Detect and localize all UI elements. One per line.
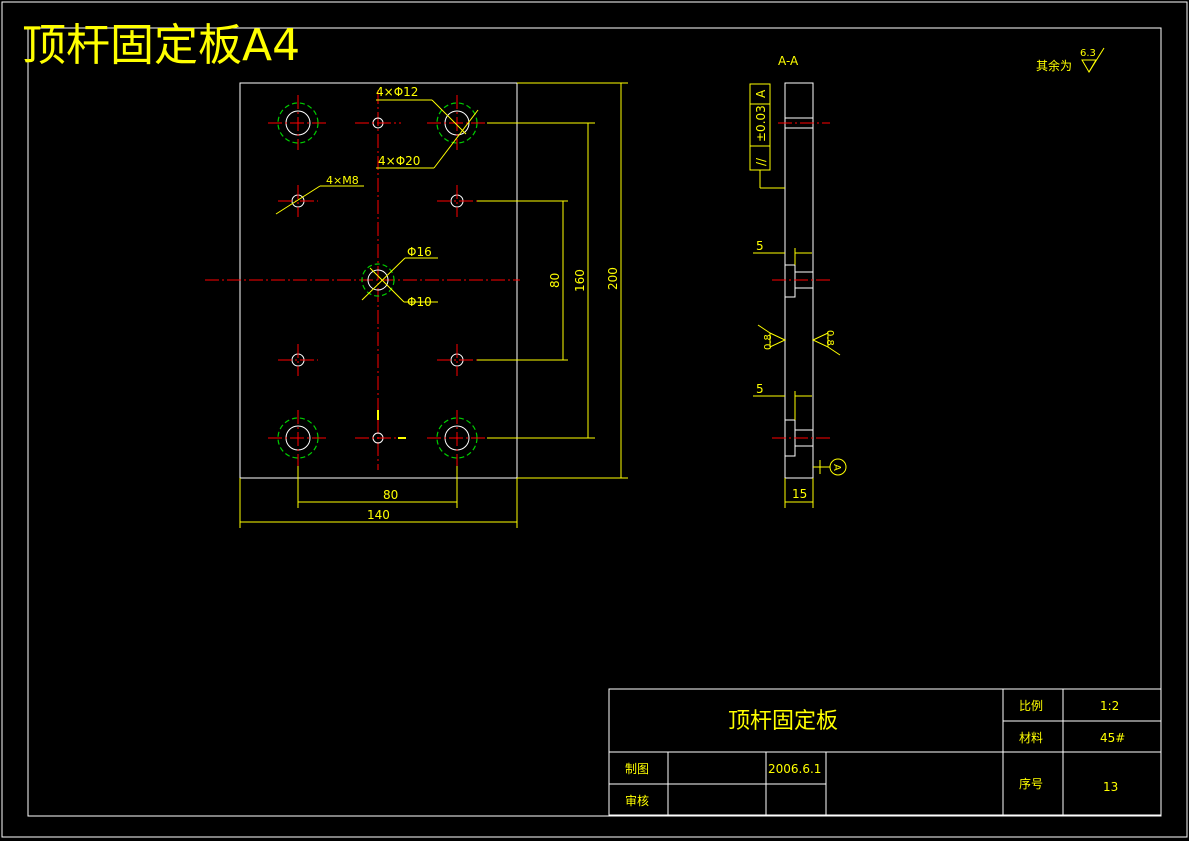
title-block: 顶杆固定板 比例 1:2 材料 45# 制图 2006.6.1 审核 序号 13 (608, 688, 1162, 816)
m8-hole-3 (278, 344, 318, 376)
scale-label: 比例 (1019, 699, 1043, 713)
front-view: 4×Φ12 4×Φ20 4×M8 Φ16 Φ10 80 160 200 80 1… (205, 82, 628, 528)
leader-phi12-arrow (431, 99, 467, 135)
dim-80-vertical: 80 (548, 273, 562, 288)
corner-hole-bottom-left (268, 410, 328, 466)
dim-140: 140 (367, 508, 390, 522)
part-name: 顶杆固定板 (728, 709, 838, 734)
checked-label: 审核 (625, 793, 649, 808)
m8-hole-4 (437, 344, 477, 376)
dim-160: 160 (573, 269, 587, 292)
svg-text:0.8: 0.8 (824, 330, 835, 346)
dim-15: 15 (792, 487, 807, 501)
label-phi16: Φ16 (407, 245, 432, 259)
tolerance-value: ±0.03 (754, 105, 768, 142)
tolerance-datum: A (754, 89, 768, 98)
datum-marker: A (813, 458, 847, 476)
roughness-mark-left: 0.8 (757, 324, 787, 350)
m8-hole-1 (278, 185, 318, 217)
sheet-title: 顶杆固定板A4 (22, 20, 300, 71)
roughness-mark-right: 0.8 (811, 330, 841, 356)
dim-200: 200 (606, 267, 620, 290)
tolerance-symbol: // (754, 157, 768, 166)
pin-hole-bottom (355, 410, 406, 444)
label-phi20: 4×Φ20 (378, 154, 420, 168)
dim-5-top: 5 (756, 239, 764, 253)
pin-hole-top (355, 117, 401, 129)
seq-value: 13 (1103, 780, 1118, 794)
scale-value: 1:2 (1100, 699, 1119, 713)
roughness-note-value: 6.3 (1080, 48, 1096, 59)
label-m8: 4×M8 (326, 174, 359, 187)
leader-phi10-arrow (369, 267, 405, 303)
dim-5-bottom: 5 (756, 382, 764, 396)
roughness-note-text: 其余为 (1036, 58, 1072, 73)
leader-phi20-arrow (433, 109, 479, 169)
drawn-date: 2006.6.1 (768, 762, 821, 776)
seq-label: 序号 (1019, 776, 1043, 791)
label-phi12: 4×Φ12 (376, 85, 418, 99)
leader-phi16-arrow (361, 257, 406, 301)
corner-hole-top-right (427, 95, 487, 150)
drawn-label: 制图 (625, 762, 649, 776)
section-label: A-A (778, 54, 799, 68)
m8-hole-2 (437, 185, 477, 217)
corner-hole-top-left (268, 95, 328, 150)
inner-border (27, 27, 1162, 817)
corner-hole-bottom-right (427, 410, 487, 466)
section-view: A-A 5 5 15 A ±0.03 (749, 54, 847, 508)
center-hole (361, 263, 395, 297)
material-value: 45# (1100, 731, 1125, 745)
material-label: 材料 (1019, 731, 1043, 745)
svg-text:A: A (831, 464, 842, 471)
label-phi10: Φ10 (407, 295, 432, 309)
svg-text:0.8: 0.8 (763, 334, 774, 350)
roughness-note: 其余为 6.3 (1036, 47, 1105, 73)
dim-80-horizontal: 80 (383, 488, 398, 502)
leader-m8-arrow (275, 185, 321, 215)
